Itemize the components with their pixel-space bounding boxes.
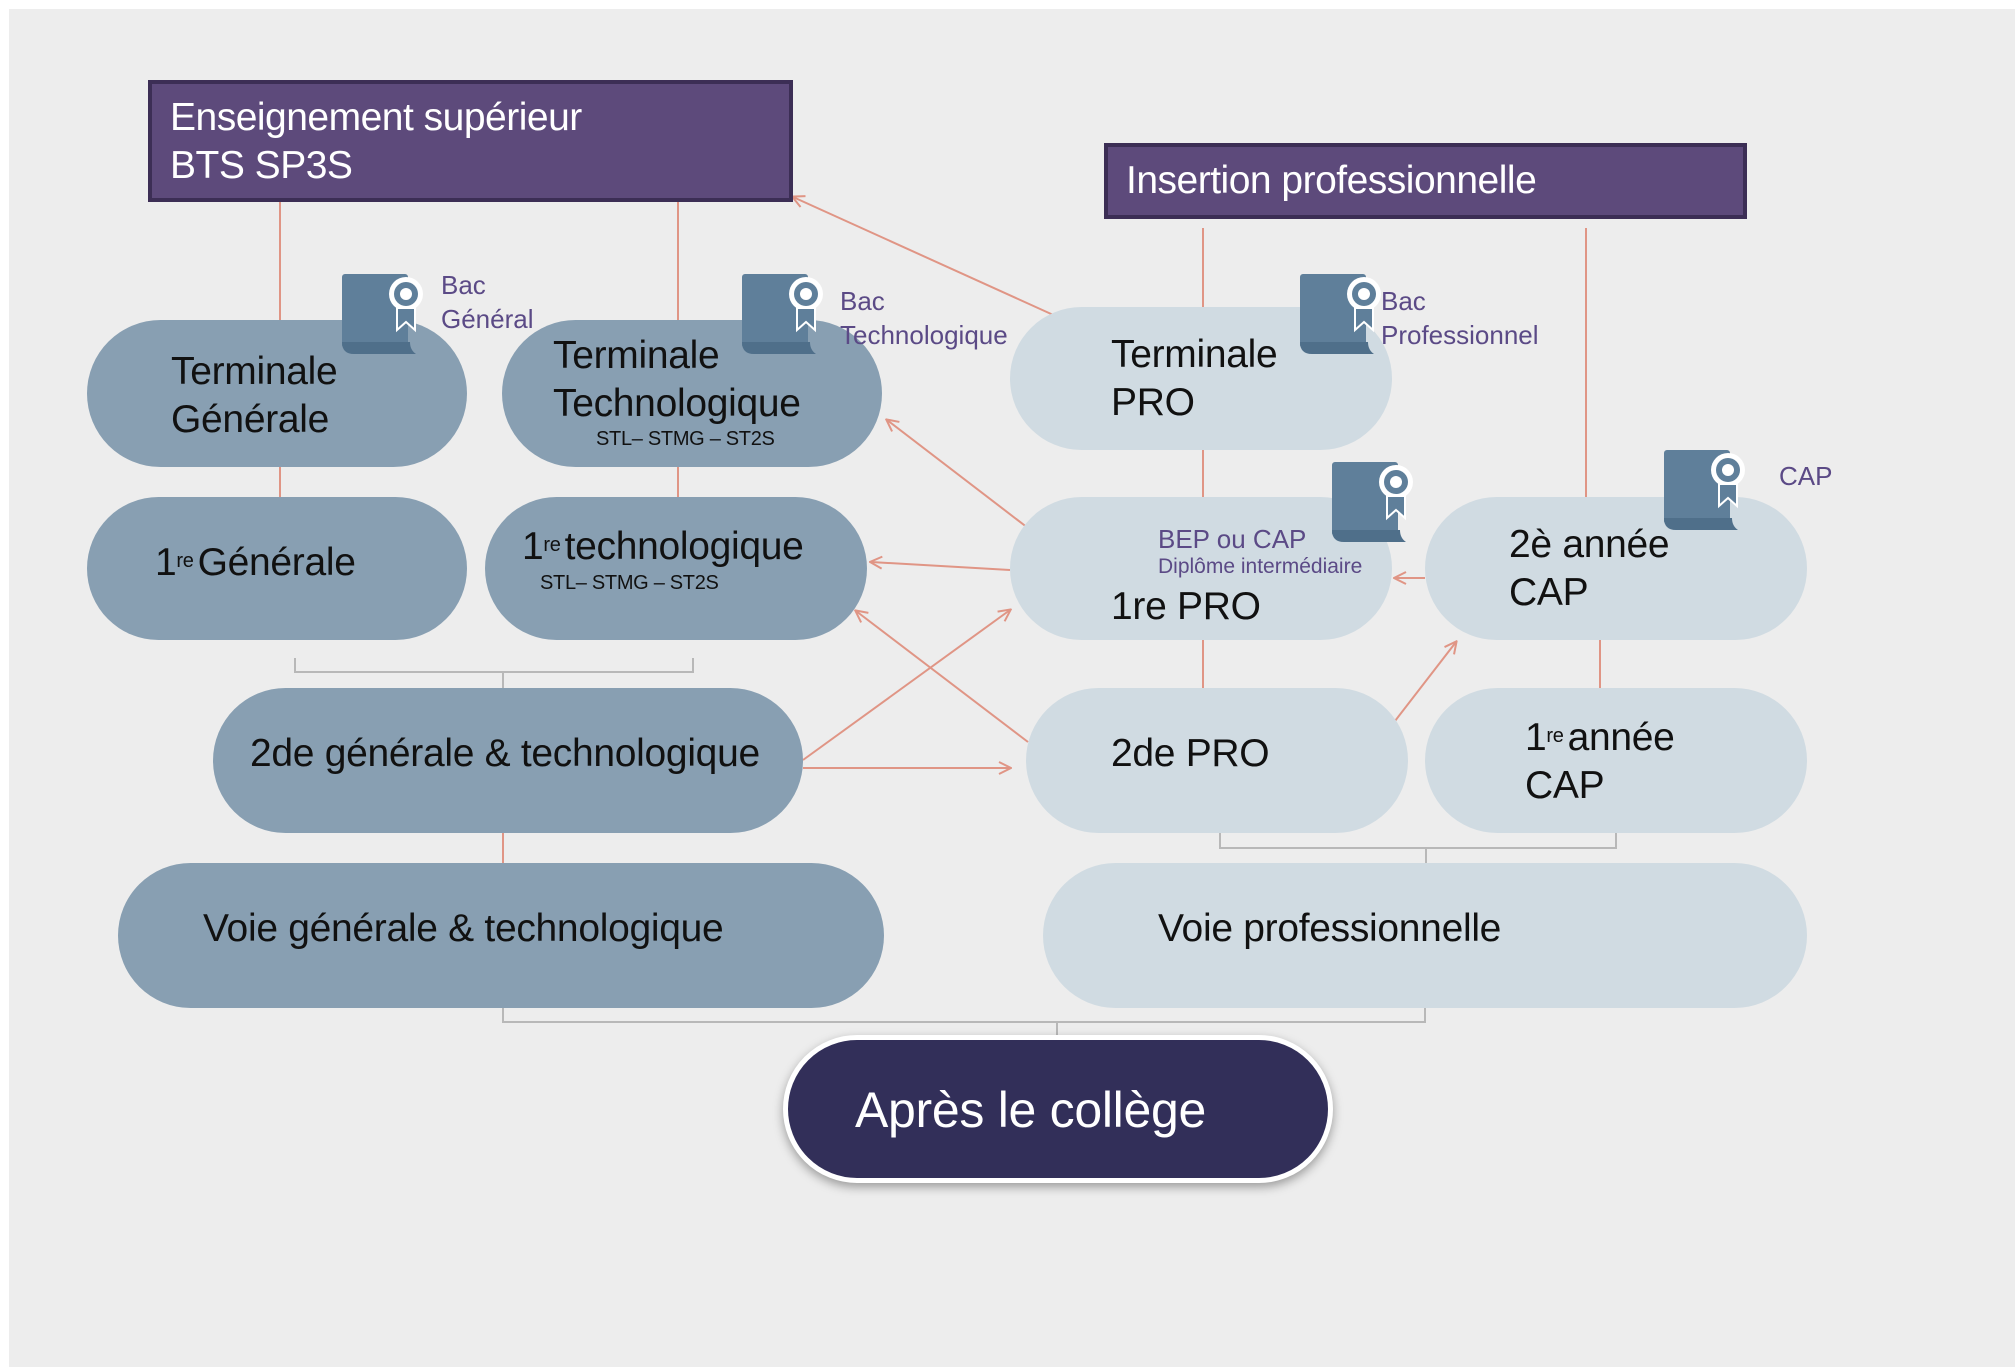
certificate-icon — [1332, 462, 1413, 542]
certificate-icon — [1300, 274, 1381, 354]
higher-ed-line2: BTS SP3S — [170, 144, 353, 187]
bracket-premieres — [294, 658, 694, 688]
diploma-cap: CAP — [1779, 459, 1832, 493]
box-insertion-professionnelle: Insertion professionnelle — [1104, 143, 1747, 219]
certificate-icon — [342, 274, 423, 354]
arrow-2pro-1t — [856, 611, 1029, 743]
pill-voie-professionnelle: Voie professionnelle — [1043, 863, 1807, 1008]
cap-label: CAP — [1779, 461, 1833, 491]
bac-pro-line1: Bac — [1381, 286, 1426, 316]
pill-cap-2e-annee: 2è année CAP — [1425, 497, 1807, 640]
diploma-bac-general: Bac Général — [441, 268, 534, 336]
cap1-sup: re — [1546, 725, 1564, 747]
diploma-bac-pro: Bac Professionnel — [1381, 284, 1539, 352]
higher-ed-line1: Enseignement supérieur — [170, 96, 582, 139]
bep-cap-line1: BEP ou CAP — [1158, 524, 1307, 554]
premiere-generale-sup: re — [176, 550, 194, 572]
pill-premiere-pro: 1re PRO — [1010, 497, 1392, 640]
terminale-generale-line1: Terminale — [171, 350, 338, 393]
bac-general-line1: Bac — [441, 270, 486, 300]
bac-techno-line1: Bac — [840, 286, 885, 316]
premiere-techno-sup: re — [543, 534, 561, 556]
arrow-1pro-tt — [887, 420, 1029, 529]
arrow-1pro-1t — [871, 562, 1011, 571]
premiere-techno-num: 1 — [522, 525, 544, 568]
terminale-techno-line1: Terminale — [553, 334, 720, 377]
bracket-pro-seconde — [1219, 832, 1617, 864]
certificate-icon — [1664, 450, 1745, 530]
bac-general-line2: Général — [441, 304, 534, 334]
pill-apres-le-college: Après le collège — [783, 1035, 1333, 1183]
premiere-techno-text: technologique — [564, 525, 804, 568]
premiere-pro-label: 1re PRO — [1111, 585, 1261, 628]
premiere-generale-text: Générale — [197, 541, 356, 584]
cap2-line1: 2è année — [1509, 523, 1670, 566]
cap1-text: année — [1567, 716, 1675, 759]
arrow-2pro-cap2 — [1394, 642, 1456, 722]
box-enseignement-superieur: Enseignement supérieur BTS SP3S — [148, 80, 793, 202]
cap1-line2: CAP — [1525, 764, 1605, 807]
seconde-pro-label: 2de PRO — [1111, 732, 1270, 775]
certificate-icon — [742, 274, 823, 354]
pill-terminale-technologique: Terminale Technologique STL– STMG – ST2S — [502, 320, 882, 467]
root-label: Après le collège — [855, 1082, 1206, 1138]
cap2-line2: CAP — [1509, 571, 1589, 614]
voie-gt-label: Voie générale & technologique — [203, 907, 724, 950]
bac-pro-line2: Professionnel — [1381, 320, 1539, 350]
bac-techno-line2: Technologique — [840, 320, 1008, 350]
pill-seconde-pro: 2de PRO — [1026, 688, 1408, 833]
terminale-pro-line1: Terminale — [1111, 333, 1278, 376]
cap1-num: 1 — [1525, 716, 1547, 759]
pill-voie-gt: Voie générale & technologique — [118, 863, 884, 1008]
premiere-techno-series: STL– STMG – ST2S — [540, 572, 719, 594]
pill-terminale-pro: Terminale PRO — [1010, 307, 1392, 450]
premiere-generale-num: 1 — [155, 541, 177, 584]
voie-pro-label: Voie professionnelle — [1158, 907, 1502, 950]
diploma-bac-techno: Bac Technologique — [840, 284, 1008, 352]
arrow-2gt-1pro — [802, 610, 1010, 761]
terminale-pro-line2: PRO — [1111, 381, 1195, 424]
pill-seconde-gt: 2de générale & technologique — [213, 688, 803, 833]
arrow-tpro-bts — [793, 197, 1061, 319]
bep-cap-line2: Diplôme intermédiaire — [1158, 555, 1363, 578]
terminale-techno-series: STL– STMG – ST2S — [596, 428, 775, 450]
terminale-techno-line2: Technologique — [553, 382, 801, 425]
seconde-gt-label: 2de générale & technologique — [250, 732, 760, 775]
terminale-generale-line2: Générale — [171, 398, 330, 441]
diploma-bep-cap: BEP ou CAP Diplôme intermédiaire — [1158, 523, 1362, 579]
insertion-label: Insertion professionnelle — [1126, 159, 1537, 202]
bracket-voies — [502, 1008, 1426, 1035]
